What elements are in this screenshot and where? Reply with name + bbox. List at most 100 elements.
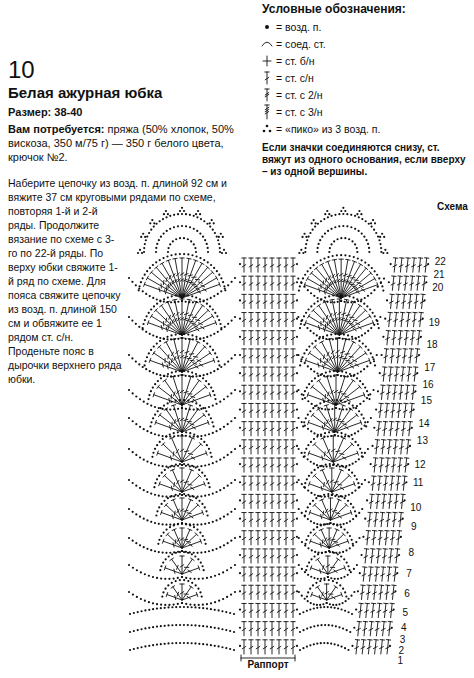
stitch-line xyxy=(401,494,405,495)
stitch-line xyxy=(368,574,372,576)
stitch-line xyxy=(388,621,392,622)
chain-dot xyxy=(210,626,212,628)
stitch-line xyxy=(354,279,358,280)
chain-dot xyxy=(181,576,183,578)
stitch-line xyxy=(395,366,399,367)
chain-dot xyxy=(179,551,181,553)
chain-dot xyxy=(198,604,200,606)
stitch-line xyxy=(167,284,168,288)
stitch-line xyxy=(364,267,367,270)
stitch-line xyxy=(284,646,288,648)
stitch-line xyxy=(373,592,377,594)
stitch-line xyxy=(330,498,331,520)
stitch-line xyxy=(371,603,375,604)
stitch-line xyxy=(284,574,288,576)
chain-dot xyxy=(373,427,375,429)
stitch-line xyxy=(249,548,253,549)
chain-dot xyxy=(364,518,366,520)
stitch-line xyxy=(160,304,164,307)
chain-dot xyxy=(239,445,241,447)
stitch-line xyxy=(412,265,416,267)
stitch-line xyxy=(389,548,393,549)
stitch-line xyxy=(256,574,260,576)
stitch-line xyxy=(172,529,176,531)
chain-dot xyxy=(128,479,130,481)
stitch-line xyxy=(177,592,179,596)
stitch-line xyxy=(277,567,281,568)
stitch-line xyxy=(336,350,340,352)
stitch-line xyxy=(307,279,341,298)
stitch-line xyxy=(190,487,193,490)
stitch-line xyxy=(404,338,408,340)
stitch-line xyxy=(249,301,253,303)
stitch-line xyxy=(389,610,393,612)
chain-dot xyxy=(217,609,219,611)
stitch-line xyxy=(263,574,267,576)
stitch-line xyxy=(364,548,368,549)
stitch-line xyxy=(329,357,331,361)
chain-dot xyxy=(230,540,232,542)
stitch-line xyxy=(190,515,193,518)
stitch-line xyxy=(351,326,355,328)
stitch-line xyxy=(385,530,389,531)
chain-dot xyxy=(225,611,227,613)
stitch-line xyxy=(419,312,423,313)
stitch-line xyxy=(386,392,390,394)
stitch-line xyxy=(242,330,246,331)
stitch-line xyxy=(270,592,274,594)
stitch-line xyxy=(332,259,336,261)
stitch-line xyxy=(182,258,183,298)
chain-dot xyxy=(212,521,214,523)
chain-dot xyxy=(234,479,236,481)
stitch-line xyxy=(394,501,398,503)
stitch-line xyxy=(180,350,184,352)
stitch-line xyxy=(265,107,269,109)
stitch-line xyxy=(397,410,401,412)
chain-dot xyxy=(223,516,225,518)
stitch-line xyxy=(323,482,325,486)
stitch-line xyxy=(291,628,295,630)
stitch-line xyxy=(192,426,195,429)
chain-dot xyxy=(162,551,164,553)
chain-dot xyxy=(156,478,158,480)
stitch-line xyxy=(330,299,334,301)
stitch-line xyxy=(284,421,288,422)
stitch-line xyxy=(323,438,333,462)
stitch-line xyxy=(323,281,324,285)
stitch-line xyxy=(404,283,408,285)
stitch-line xyxy=(399,512,403,513)
stitch-line xyxy=(185,351,189,352)
stitch-line xyxy=(400,501,404,503)
chain-dot xyxy=(169,496,171,498)
stitch-line xyxy=(160,415,182,432)
chain-dot xyxy=(200,523,202,525)
stitch-line xyxy=(386,338,390,340)
stitch-line xyxy=(364,556,368,558)
chain-dot xyxy=(191,642,193,644)
stitch-line xyxy=(310,271,313,274)
stitch-line xyxy=(256,639,260,640)
chain-dot xyxy=(405,481,407,483)
stitch-line xyxy=(242,610,246,612)
chain-dot xyxy=(355,608,357,610)
stitch-line xyxy=(295,655,296,661)
chain-dot xyxy=(144,573,146,575)
chain-dot xyxy=(165,529,167,531)
chain-dot xyxy=(230,594,232,596)
stitch-line xyxy=(155,420,157,424)
stitch-line xyxy=(316,586,320,589)
chain-dot xyxy=(296,281,298,283)
stitch-line xyxy=(334,586,338,589)
stitch-line xyxy=(162,263,182,298)
chain-dot xyxy=(197,588,199,590)
stitch-line xyxy=(203,345,206,348)
stitch-line xyxy=(277,319,281,321)
stitch-line xyxy=(270,283,274,285)
stitch-line xyxy=(371,483,375,485)
chain-dot xyxy=(239,627,241,629)
stitch-line xyxy=(305,358,307,362)
stitch-line xyxy=(384,538,388,540)
stitch-line xyxy=(334,481,338,483)
stitch-line xyxy=(177,480,179,484)
stitch-line xyxy=(370,494,374,495)
